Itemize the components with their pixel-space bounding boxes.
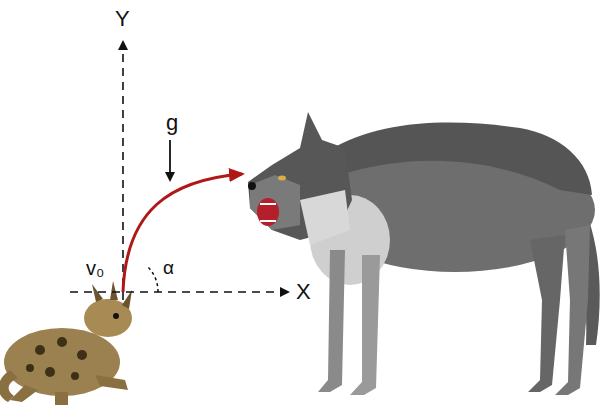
angle-label: α xyxy=(163,258,174,277)
x-axis xyxy=(70,291,288,293)
axis-label: X xyxy=(296,281,311,303)
axis-label: Y xyxy=(115,8,130,30)
wolf-figure xyxy=(248,112,600,395)
velocity-label: v₀ xyxy=(86,258,104,278)
lizard-figure xyxy=(0,281,132,405)
angle-arc xyxy=(148,267,158,292)
gravity-label: g xyxy=(166,112,178,134)
y-axis xyxy=(122,42,124,300)
gravity-arrow xyxy=(169,140,171,180)
trajectory xyxy=(123,174,242,292)
